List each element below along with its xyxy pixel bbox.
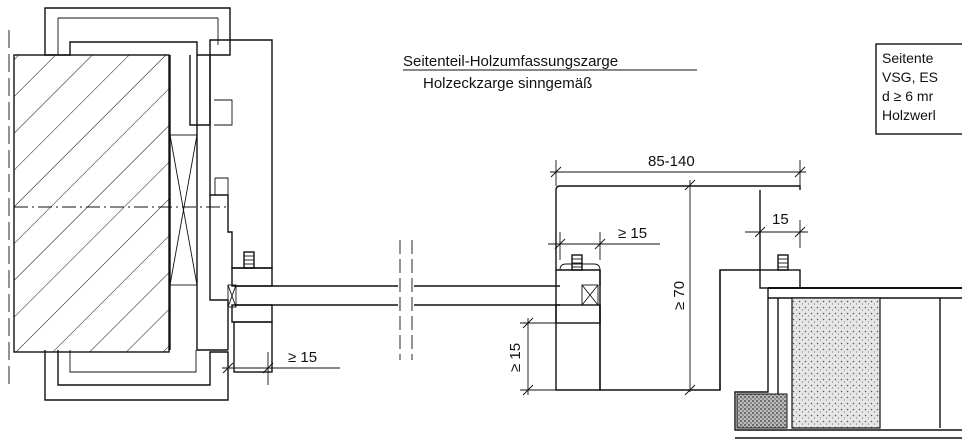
glass-pane-left (236, 285, 398, 306)
dim-rebate-top: ≥ 15 (548, 225, 660, 260)
dim-label-bottom-left: ≥ 15 (288, 349, 317, 366)
glass-pane-right (414, 285, 560, 306)
dim-width-range: 85-140 (550, 153, 806, 186)
break-marks (399, 240, 413, 360)
dim-label-right-rebate: 15 (772, 211, 789, 228)
note-box: Seitente VSG, ES d ≥ 6 mr Holzwerl (875, 43, 962, 135)
drawing-title: Seitenteil-Holzumfassungszarge Holzeckza… (403, 53, 697, 92)
note-line-2: VSG, ES (882, 69, 938, 85)
frame-vertical (169, 39, 273, 351)
dim-label-width: 85-140 (648, 153, 695, 170)
dim-vertical-min: ≥ 15 (507, 317, 560, 396)
dim-label-vertical: ≥ 15 (507, 343, 524, 372)
note-line-3: d ≥ 6 mr (882, 88, 934, 104)
left-glazing-bead (227, 251, 273, 373)
right-panel-section (734, 254, 962, 439)
note-line-4: Holzwerl (882, 107, 936, 123)
dim-label-height: ≥ 70 (671, 281, 688, 310)
left-wall-section (8, 30, 230, 385)
dim-label-rebate-top: ≥ 15 (618, 225, 647, 242)
title-line-2: Holzeckzarge sinngemäß (423, 75, 592, 92)
middle-frame-profile (555, 185, 801, 391)
dim-bottom-left: ≥ 15 (222, 349, 340, 385)
title-line-1: Seitenteil-Holzumfassungszarge (403, 53, 618, 70)
dim-right-rebate: 15 (745, 211, 808, 248)
dim-height-min: ≥ 70 (671, 179, 696, 396)
note-line-1: Seitente (882, 50, 934, 66)
frame-bottom (44, 350, 229, 401)
